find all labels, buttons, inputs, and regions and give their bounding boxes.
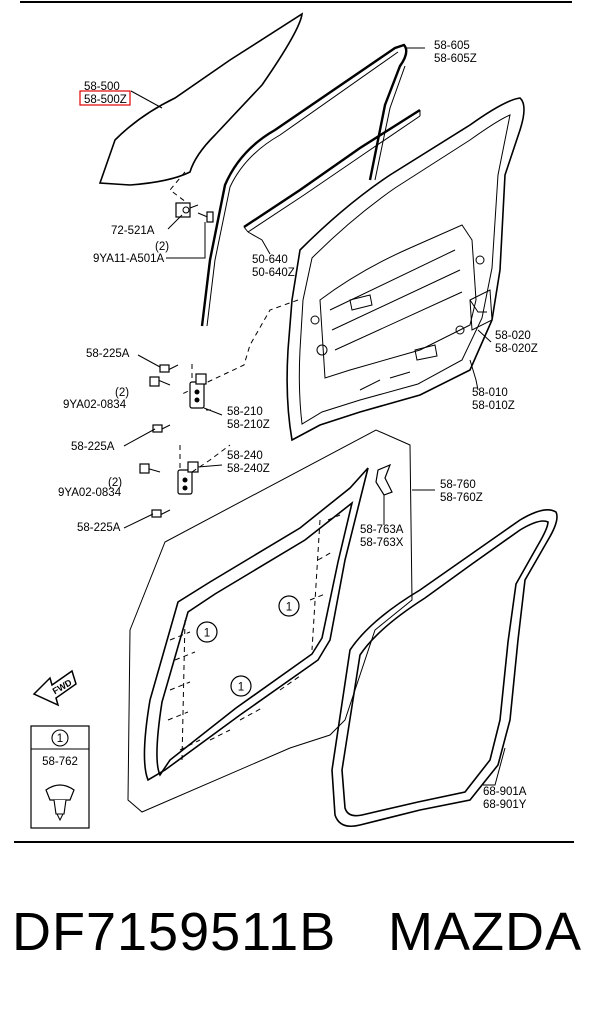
label-68-901a: 68-901A (483, 786, 527, 798)
callout-circle-1: 1 (278, 595, 300, 617)
door-trim-outline (127, 429, 413, 813)
label-58-225a-3: 58-225A (77, 522, 121, 534)
label-qty-1: (2) (155, 241, 169, 253)
parts-diagram: 1 1 1 FWD 1 58-762 (14, 1, 574, 843)
brand-text: MAZDA (388, 902, 582, 962)
label-58-240: 58-240 (227, 450, 263, 462)
label-58-210: 58-210 (227, 406, 263, 418)
part-number-text: DF7159511B (12, 902, 337, 962)
label-58-010z: 58-010Z (472, 400, 515, 412)
glass-run-channel (200, 43, 408, 327)
label-58-240z: 58-240Z (227, 463, 270, 475)
clip-72-521a (175, 202, 199, 218)
clip-fastener-icon (45, 784, 75, 822)
label-58-605: 58-605 (434, 40, 470, 52)
belt-weatherstrip (243, 108, 421, 229)
label-qty-2: (2) (115, 387, 129, 399)
label-58-225a-2: 58-225A (71, 441, 115, 453)
label-58-763x: 58-763X (360, 537, 404, 549)
label-58-225a-1: 58-225A (86, 348, 130, 360)
label-68-901y: 68-901Y (483, 799, 527, 811)
label-50-640: 50-640 (252, 254, 288, 266)
label-58-500z: 58-500Z (84, 94, 127, 106)
leader-lines (123, 47, 506, 786)
label-9ya02-2: 9YA02-0834 (58, 487, 122, 499)
label-58-020: 58-020 (495, 330, 531, 342)
trim-bracket (375, 463, 393, 496)
callout-circle-2: 1 (196, 621, 218, 643)
label-qty-3: (2) (108, 477, 122, 489)
door-glass (98, 12, 304, 186)
callout-circle-3: 1 (230, 675, 252, 697)
upper-hinge (149, 364, 215, 411)
label-58-020z: 58-020Z (495, 343, 538, 355)
svg-text:1: 1 (204, 628, 210, 640)
door-opening-seal (331, 509, 558, 828)
legend-callout: 1 (57, 733, 63, 745)
label-9ya02-1: 9YA02-0834 (63, 399, 127, 411)
caption-bar: DF7159511B MAZDA (0, 892, 600, 972)
legend-part-number: 58-762 (42, 756, 78, 768)
door-panel (179, 97, 525, 442)
lower-hinge (139, 424, 231, 518)
svg-text:1: 1 (286, 602, 292, 614)
bolt-9ya11 (197, 211, 214, 223)
label-58-760: 58-760 (440, 479, 476, 491)
channel-rear-edge (374, 65, 406, 181)
channel-inner-edge (206, 51, 399, 327)
part-labels: 58-500 58-500Z 58-605 58-605Z 72-521A (2… (58, 40, 538, 811)
svg-text:1: 1 (238, 682, 244, 694)
weatherstrip-lower-edge (247, 115, 421, 233)
label-58-010: 58-010 (472, 387, 508, 399)
label-58-760z: 58-760Z (440, 492, 483, 504)
label-72-521a: 72-521A (111, 225, 155, 237)
label-58-210z: 58-210Z (227, 419, 270, 431)
label-9ya11: 9YA11-A501A (93, 253, 165, 265)
highlight-box (79, 90, 131, 106)
label-58-763a: 58-763A (360, 524, 404, 536)
legend-box: 1 58-762 (30, 725, 90, 829)
forward-arrow-icon: FWD (32, 669, 77, 707)
weatherstrip-ends (243, 110, 421, 233)
glass-guide-dash (169, 171, 191, 206)
label-50-640z: 50-640Z (252, 267, 295, 279)
label-58-605z: 58-605Z (434, 53, 477, 65)
label-58-500: 58-500 (84, 81, 120, 93)
